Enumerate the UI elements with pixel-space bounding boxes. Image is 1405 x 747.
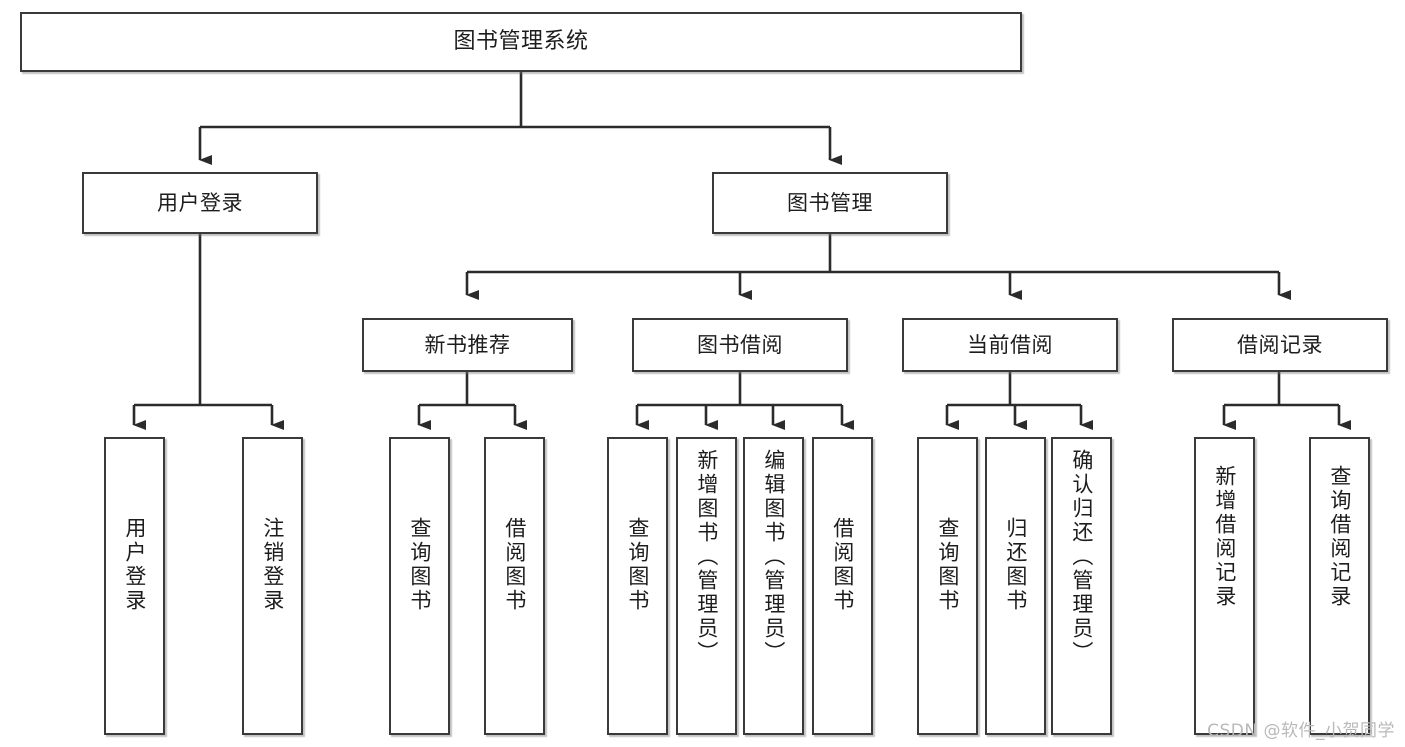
node-book-manage-label: 图书管理 xyxy=(787,190,873,215)
leaf-query-book-3-label: 查询图书 xyxy=(935,517,960,613)
leaf-add-record[interactable]: 新增借阅记录 xyxy=(1194,437,1255,735)
leaf-confirm-return-label: 确认归还（管理员） xyxy=(1069,449,1094,665)
leaf-borrow-book-2[interactable]: 借阅图书 xyxy=(812,437,873,735)
leaf-edit-book[interactable]: 编辑图书（管理员） xyxy=(743,437,804,735)
leaf-add-book-label: 新增图书（管理员） xyxy=(694,449,719,665)
node-book-manage[interactable]: 图书管理 xyxy=(712,172,948,234)
leaf-confirm-return[interactable]: 确认归还（管理员） xyxy=(1051,437,1112,735)
node-book-borrow[interactable]: 图书借阅 xyxy=(632,318,848,372)
leaf-return-book[interactable]: 归还图书 xyxy=(985,437,1046,735)
node-current-borrow-label: 当前借阅 xyxy=(967,332,1053,357)
watermark: CSDN @软件_小贺同学 xyxy=(1207,721,1395,741)
leaf-query-book-2-label: 查询图书 xyxy=(625,517,650,613)
node-user-login-label: 用户登录 xyxy=(157,190,243,215)
leaf-edit-book-label: 编辑图书（管理员） xyxy=(761,449,786,665)
leaf-query-book-1-label: 查询图书 xyxy=(407,517,432,613)
node-borrow-record[interactable]: 借阅记录 xyxy=(1172,318,1388,372)
leaf-query-book-3[interactable]: 查询图书 xyxy=(917,437,978,735)
leaf-logout-label: 注销登录 xyxy=(260,517,285,613)
leaf-user-login-label: 用户登录 xyxy=(122,517,147,613)
leaf-logout[interactable]: 注销登录 xyxy=(242,437,303,735)
node-book-borrow-label: 图书借阅 xyxy=(697,332,783,357)
leaf-borrow-book-2-label: 借阅图书 xyxy=(830,517,855,613)
leaf-user-login[interactable]: 用户登录 xyxy=(104,437,165,735)
leaf-query-book-2[interactable]: 查询图书 xyxy=(607,437,668,735)
leaf-borrow-book-1-label: 借阅图书 xyxy=(502,517,527,613)
leaf-query-record-label: 查询借阅记录 xyxy=(1327,465,1352,609)
node-root-label: 图书管理系统 xyxy=(453,29,589,55)
node-new-book-recommend-label: 新书推荐 xyxy=(424,332,511,357)
leaf-add-record-label: 新增借阅记录 xyxy=(1212,465,1237,609)
leaf-add-book[interactable]: 新增图书（管理员） xyxy=(676,437,737,735)
node-borrow-record-label: 借阅记录 xyxy=(1237,332,1323,357)
node-current-borrow[interactable]: 当前借阅 xyxy=(902,318,1118,372)
leaf-query-book-1[interactable]: 查询图书 xyxy=(389,437,450,735)
leaf-query-record[interactable]: 查询借阅记录 xyxy=(1309,437,1370,735)
leaf-return-book-label: 归还图书 xyxy=(1003,517,1028,613)
leaf-borrow-book-1[interactable]: 借阅图书 xyxy=(484,437,545,735)
node-root[interactable]: 图书管理系统 xyxy=(20,12,1022,72)
node-new-book-recommend[interactable]: 新书推荐 xyxy=(362,318,573,372)
node-user-login[interactable]: 用户登录 xyxy=(82,172,318,234)
